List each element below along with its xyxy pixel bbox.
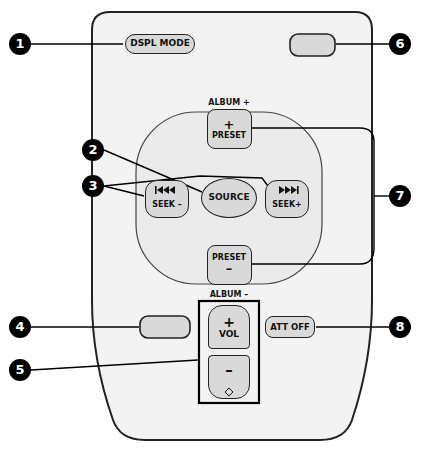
button-label: ATT OFF [270, 323, 310, 332]
button-label: – [226, 262, 233, 276]
symbol-triangle [285, 186, 291, 194]
seek-forward-symbol [279, 186, 299, 194]
leader-line [336, 43, 389, 44]
button-label: – [225, 363, 233, 379]
leader-lines [31, 44, 389, 370]
mode-button: DSPL MODE [125, 34, 195, 54]
leader-line [31, 43, 123, 44]
leader-line [104, 186, 144, 196]
leader-line [31, 326, 139, 327]
symbol-triangle [157, 186, 163, 194]
callout-circle [389, 316, 411, 338]
callout-circle [82, 175, 104, 197]
leader-line [374, 195, 389, 196]
volume-down-button: – [208, 355, 250, 399]
leader-line [31, 360, 198, 370]
bracket [251, 128, 374, 264]
leader-line [316, 326, 389, 327]
callout-number: 1 [9, 33, 31, 55]
source-button: SOURCE [201, 178, 257, 218]
button-label: + [224, 118, 235, 132]
button-label: + [223, 315, 235, 330]
preset-up-button: +PRESET [207, 109, 252, 149]
blank-button [290, 34, 335, 56]
dpad-surround [136, 112, 322, 284]
callout-circle [9, 33, 31, 55]
button-label: DSPL MODE [130, 39, 190, 48]
remote-body [92, 12, 372, 440]
button-label: SOURCE [208, 193, 249, 202]
symbol-triangle [169, 186, 175, 194]
callout-number: 5 [9, 359, 31, 381]
callout-circles [9, 33, 411, 381]
callout-circle [389, 185, 411, 207]
function-label: ALBUM + [208, 98, 249, 107]
button-label: VOL [219, 330, 239, 339]
symbol-bar [155, 186, 157, 194]
volume-frame [199, 301, 259, 403]
button-label: PRESET [212, 254, 246, 262]
callout-circle [9, 359, 31, 381]
blank-button [140, 316, 190, 338]
preset-down-button: PRESET– [207, 245, 252, 285]
seek-back-symbol [155, 186, 175, 194]
callout-number: 4 [9, 316, 31, 338]
callout-number: 2 [82, 139, 104, 161]
callout-circle [9, 316, 31, 338]
symbol-triangle [279, 186, 285, 194]
symbol-triangle [291, 186, 297, 194]
att-off-button: ATT OFF [265, 316, 315, 338]
diamond-symbol [225, 388, 233, 396]
button-label: SEEK – [152, 201, 182, 209]
seek-back-button: SEEK – [145, 180, 189, 218]
callout-number: 3 [82, 175, 104, 197]
seek-forward-button: SEEK+ [265, 180, 309, 218]
callout-number: 7 [389, 185, 411, 207]
callout-number: 6 [389, 33, 411, 55]
callout-circle [389, 33, 411, 55]
symbol-bar [297, 186, 299, 194]
function-label: ALBUM – [210, 290, 249, 299]
callout-circle [82, 139, 104, 161]
symbol-triangle [163, 186, 169, 194]
button-label: PRESET [212, 132, 246, 140]
button-label: SEEK+ [272, 201, 302, 209]
volume-up-button: +VOL [208, 305, 250, 349]
callout-number: 8 [389, 316, 411, 338]
